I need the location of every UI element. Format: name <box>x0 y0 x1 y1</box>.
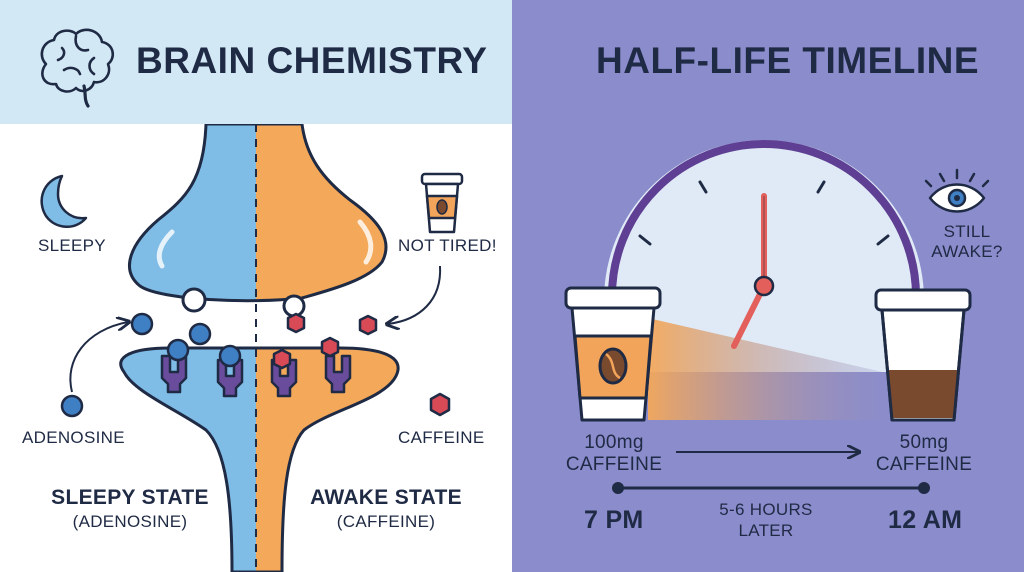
postsynaptic-terminal-orange <box>256 346 400 572</box>
synapse-diagram <box>60 124 451 572</box>
end-amount-value: 50mg <box>899 432 949 453</box>
adenosine-arrow <box>69 322 128 393</box>
duration-line2: LATER <box>738 521 794 540</box>
awake-state-title: AWAKE STATE <box>310 486 462 509</box>
eye-icon <box>924 168 990 213</box>
vesicle <box>282 294 306 318</box>
coffee-cup-icon <box>420 172 464 234</box>
clock-icon <box>602 140 926 420</box>
caffeine-arrow <box>388 265 442 324</box>
start-amount-value: 100mg <box>584 432 644 453</box>
start-time: 7 PM <box>584 506 644 534</box>
still-awake-line2: AWAKE? <box>931 242 1003 261</box>
end-amount-label: CAFFEINE <box>875 454 973 475</box>
clock-rim <box>608 140 920 300</box>
caffeine-label: CAFFEINE <box>398 428 485 447</box>
start-amount-label: CAFFEINE <box>565 454 663 475</box>
caffeine-molecules <box>272 312 451 417</box>
adenosine-label: ADENOSINE <box>22 428 125 447</box>
receptors <box>160 354 352 398</box>
sleepy-state-title: SLEEPY STATE <box>51 486 209 509</box>
full-coffee-cup <box>564 286 662 422</box>
half-coffee-cup <box>874 288 972 422</box>
still-awake-line1: STILL <box>943 222 991 241</box>
clock-hand-short <box>731 283 767 349</box>
end-time: 12 AM <box>888 506 963 534</box>
postsynaptic-terminal-blue <box>119 346 256 572</box>
awake-state-subtitle: (CAFFEINE) <box>336 512 436 531</box>
not-tired-label: NOT TIRED! <box>398 236 497 255</box>
sleepy-label: SLEEPY <box>38 236 106 255</box>
moon-icon <box>40 174 88 228</box>
decay-beam <box>648 318 900 420</box>
half-life-title: HALF-LIFE TIMELINE <box>596 40 980 81</box>
brain-chemistry-title: BRAIN CHEMISTRY <box>136 40 488 81</box>
duration-line1: 5-6 HOURS <box>719 500 813 519</box>
brain-icon <box>40 28 115 108</box>
sleepy-state-subtitle: (ADENOSINE) <box>72 512 188 531</box>
vesicle <box>181 287 207 313</box>
timeline <box>612 482 930 494</box>
